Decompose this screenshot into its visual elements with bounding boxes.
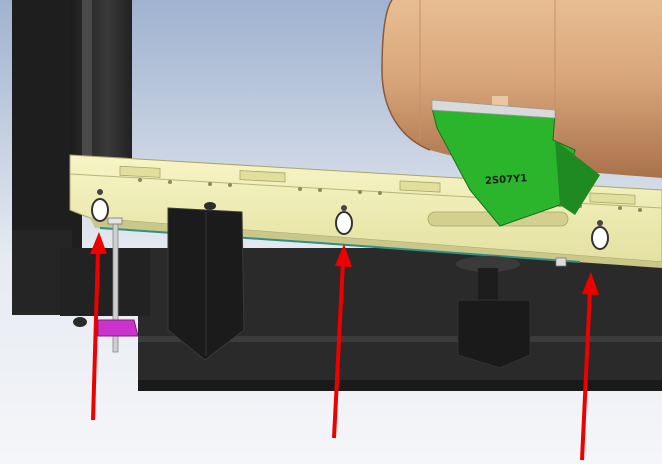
center-bracket xyxy=(167,202,245,361)
p-clamp-right xyxy=(591,220,609,250)
p-clamp-left xyxy=(91,189,109,222)
arrow-right xyxy=(580,272,599,461)
p-clamp-middle xyxy=(335,205,353,235)
lower-frame xyxy=(60,248,662,391)
saddle-label: 2S07Y1 xyxy=(485,173,528,187)
small-nut xyxy=(555,257,567,267)
threaded-rod xyxy=(73,217,139,353)
pedestal xyxy=(456,256,531,369)
arrow-left xyxy=(90,232,107,421)
green-saddle: 2S07Y1 xyxy=(431,99,600,227)
arrow-middle xyxy=(332,244,352,439)
